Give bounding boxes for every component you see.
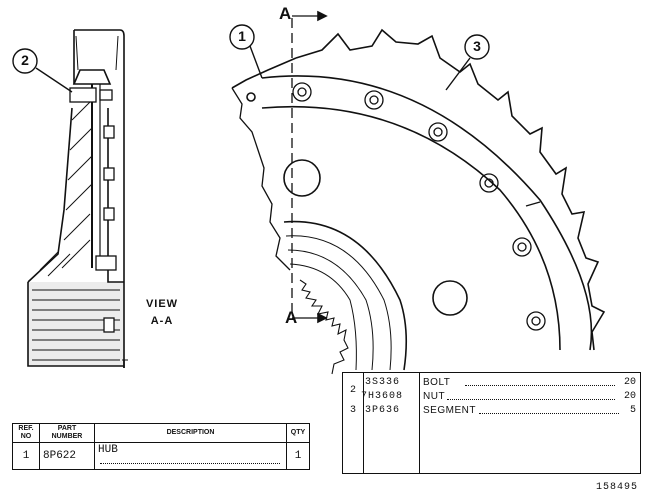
leader-dots <box>479 413 619 414</box>
row-qty: 5 <box>629 405 636 416</box>
view-label-line2: A-A <box>150 315 174 327</box>
callout-2-label: 2 <box>21 52 29 68</box>
leader-dots <box>447 399 615 400</box>
parts-table-right: 3S336 BOLT 20 2 7H3608 NUT 20 3 3P636 SE… <box>342 372 641 474</box>
row-part: 8P622 <box>39 442 95 470</box>
table-row: 3S336 BOLT 20 <box>343 377 640 392</box>
callout-2-leader <box>12 48 73 93</box>
leader-dots <box>100 463 280 464</box>
section-letter-top: A <box>279 4 292 23</box>
row-qty: 20 <box>623 391 636 402</box>
view-label-line1: VIEW <box>145 298 179 310</box>
row-ref: 1 <box>12 442 40 470</box>
callout-3-leader <box>445 34 490 91</box>
row-qty: 20 <box>623 377 636 388</box>
row-qty: 1 <box>286 442 310 470</box>
table-row: 3 3P636 SEGMENT 5 <box>343 405 640 420</box>
header-ref: REF. NO <box>12 423 40 443</box>
parts-table-left: REF. NO PART NUMBER DESCRIPTION QTY 1 8P… <box>12 423 310 470</box>
parts-table-left-header: REF. NO PART NUMBER DESCRIPTION QTY <box>12 423 310 443</box>
row-ref: 2 <box>349 385 356 396</box>
figure-number: 158495 <box>596 482 639 493</box>
header-part: PART NUMBER <box>39 423 95 443</box>
callout-1-label: 1 <box>238 28 246 44</box>
row-description: NUT <box>423 391 446 402</box>
sprocket-view <box>231 10 606 375</box>
header-description: DESCRIPTION <box>94 423 287 443</box>
header-qty: QTY <box>286 423 310 443</box>
row-description: SEGMENT <box>423 405 476 416</box>
section-view <box>27 29 125 368</box>
table-row: 2 7H3608 NUT 20 <box>343 385 640 406</box>
callout-1-leader <box>229 24 263 79</box>
view-label: VIEW A-A <box>142 296 182 330</box>
row-part: 7H3608 <box>361 391 404 402</box>
row-description: BOLT <box>423 377 451 388</box>
leader-dots <box>465 385 615 386</box>
section-letter-bottom: A <box>285 308 298 327</box>
divider <box>419 373 420 473</box>
row-part: 3P636 <box>365 405 401 416</box>
row-description: HUB <box>98 444 118 456</box>
row-ref: 3 <box>349 405 356 416</box>
callout-3-label: 3 <box>473 38 481 54</box>
row-part: 3S336 <box>365 377 401 388</box>
row-description-cell: HUB <box>94 442 287 470</box>
divider <box>363 373 364 473</box>
table-row: 1 8P622 HUB 1 <box>12 442 310 470</box>
